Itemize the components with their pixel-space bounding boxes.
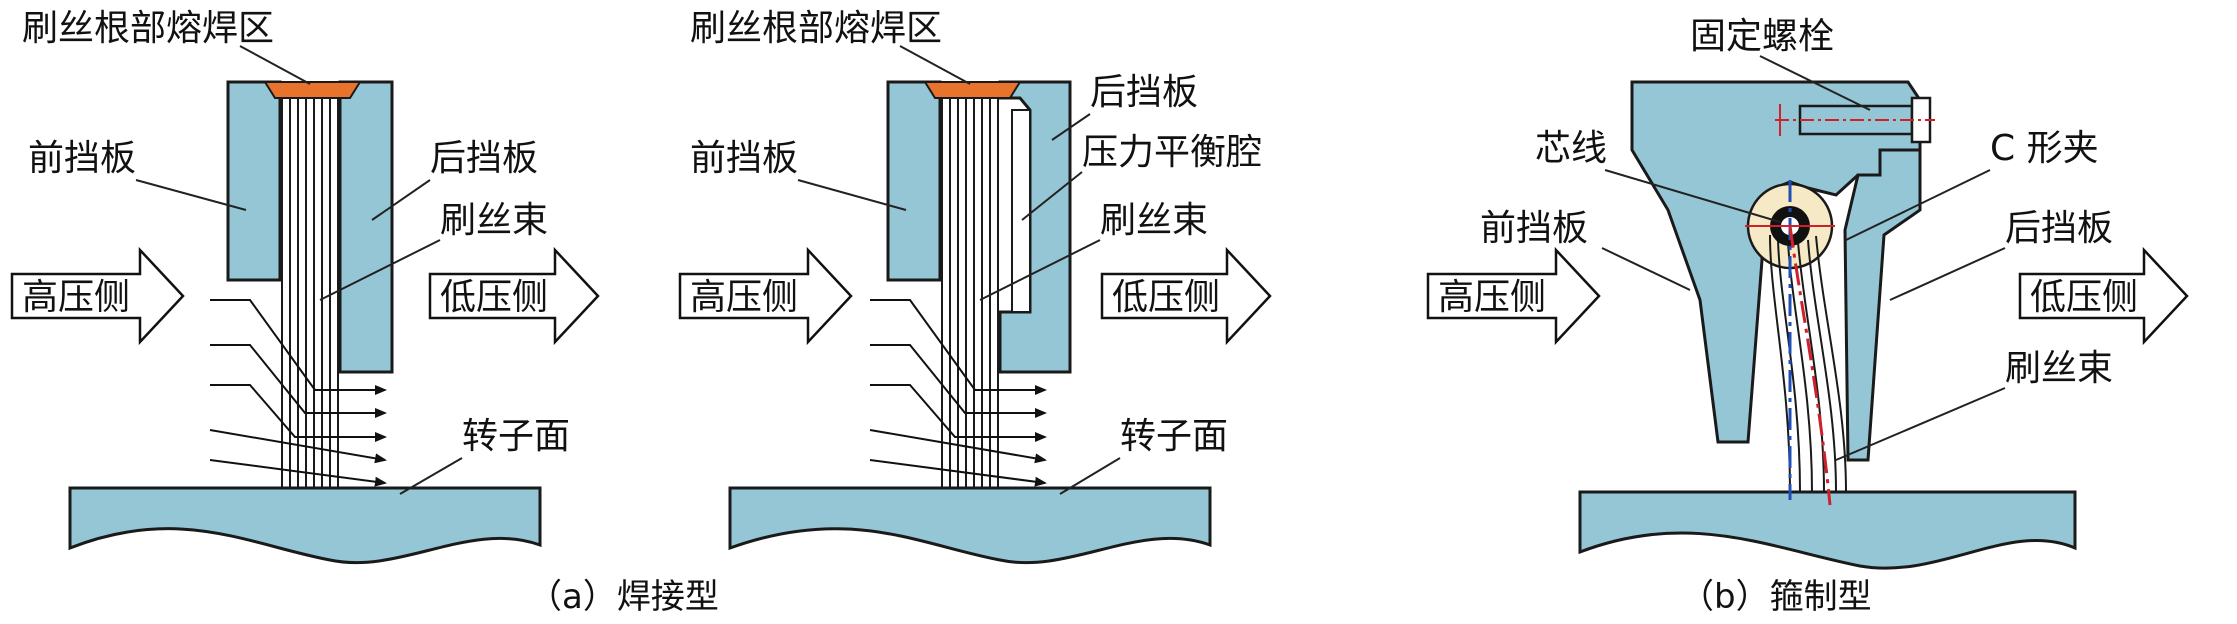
bristle-pack: [1769, 234, 1847, 493]
rotor-surface-label: 转子面: [1120, 416, 1228, 457]
weld-zone: [263, 81, 362, 99]
high-pressure-arrow: 高压侧: [1426, 246, 1601, 346]
low-pressure-label: 低压侧: [2030, 277, 2138, 318]
bristle-pack-label: 刷丝束: [440, 200, 548, 241]
rotor-surface-label: 转子面: [462, 416, 570, 457]
fixing-bolt: [1775, 96, 1935, 144]
front-plate: [226, 80, 282, 282]
back-plate: [998, 80, 1072, 374]
weld-zone-label: 刷丝根部熔焊区: [22, 8, 274, 49]
low-pressure-arrow: 低压侧: [2018, 246, 2189, 346]
leakage-flow-arrows: [209, 299, 387, 487]
pressure-balance-cavity-label: 压力平衡腔: [1082, 132, 1262, 173]
rotor-surface: [728, 486, 1212, 565]
bristle-pack-label: 刷丝束: [2005, 348, 2113, 389]
bristle-pack-label: 刷丝束: [1100, 200, 1208, 241]
rotor-surface: [1578, 490, 2077, 570]
front-plate-label: 前挡板: [690, 138, 798, 179]
low-pressure-arrow: 低压侧: [1100, 246, 1272, 346]
c-clamp-label: C 形夹: [1990, 128, 2099, 169]
back-plate-label: 后挡板: [1090, 72, 1198, 113]
bristle-pack: [941, 98, 999, 488]
back-plate-label: 后挡板: [2005, 208, 2113, 249]
fixing-bolt-label: 固定螺栓: [1690, 16, 1834, 57]
caption-b: （b）箍制型: [1680, 577, 1872, 617]
high-pressure-label: 高压侧: [22, 277, 130, 318]
front-plate-label: 前挡板: [1480, 208, 1588, 249]
back-plate-label: 后挡板: [430, 138, 538, 179]
leakage-flow-arrows: [869, 299, 1047, 487]
panel-a1: 高压侧 低压侧 刷丝根部熔焊区 前挡板 后挡板 刷丝束 转子面: [10, 8, 600, 565]
weld-zone-label: 刷丝根部熔焊区: [690, 8, 942, 49]
high-pressure-arrow: 高压侧: [10, 246, 185, 346]
bristle-pack: [281, 98, 339, 488]
high-pressure-label: 高压侧: [690, 277, 798, 318]
caption-a: （a）焊接型: [528, 577, 719, 617]
low-pressure-label: 低压侧: [440, 277, 548, 318]
panel-a2: 高压侧 低压侧 刷丝根部熔焊区 前挡板 后挡板 压力平衡腔 刷丝束 转子面: [678, 8, 1272, 565]
back-plate: [1843, 148, 1922, 462]
low-pressure-label: 低压侧: [1112, 277, 1220, 318]
rotor-surface: [68, 486, 542, 565]
low-pressure-arrow: 低压侧: [428, 246, 600, 346]
high-pressure-arrow: 高压侧: [678, 246, 853, 346]
weld-zone: [923, 81, 1022, 99]
pressure-balance-cavity: [1011, 109, 1031, 313]
back-plate: [338, 80, 394, 374]
front-plate: [886, 80, 942, 282]
core-wire-label: 芯线: [1535, 128, 1607, 169]
panel-b: 高压侧 低压侧 固定螺栓 芯线 C 形夹 前挡板 后挡板 刷丝束: [1426, 16, 2189, 570]
front-plate-label: 前挡板: [28, 138, 136, 179]
high-pressure-label: 高压侧: [1438, 277, 1546, 318]
centerline-red: [1788, 225, 1832, 506]
